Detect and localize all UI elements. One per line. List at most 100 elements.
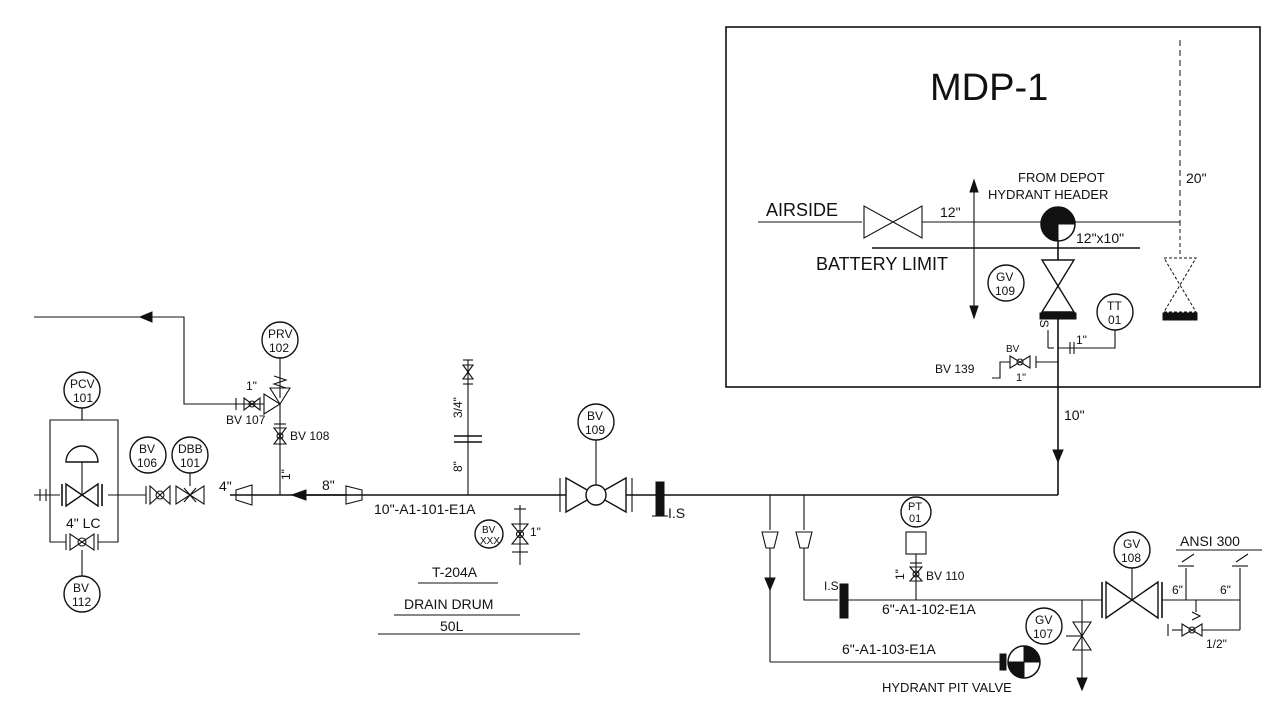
hydrant-pit-valve-label: HYDRANT PIT VALVE	[882, 680, 1012, 695]
size-6-b: 6"	[1220, 583, 1231, 597]
mdp-1-title: MDP-1	[930, 67, 1048, 109]
bv-107-valve	[235, 396, 261, 412]
svg-text:BV: BV	[139, 442, 155, 456]
size-1-prv: 1"	[279, 469, 293, 480]
size-10-label: 10"	[1064, 407, 1085, 423]
svg-text:101: 101	[180, 456, 200, 470]
gv-107-bubble: GV 107	[1025, 607, 1063, 645]
size-3-4-label: 3/4"	[451, 397, 465, 418]
svg-text:109: 109	[585, 423, 605, 437]
bv-112-bubble: BV 112	[63, 575, 101, 613]
gv-108-bubble: GV 108	[1113, 531, 1151, 569]
flow-arrow-107	[1076, 677, 1088, 692]
size-12-label: 12"	[940, 204, 961, 220]
dbb-101-valve	[175, 484, 205, 506]
bv-139-label: BV 139	[935, 362, 975, 376]
reducer-branch-102	[795, 531, 813, 549]
vent-valve	[461, 359, 475, 385]
flow-arrow-return	[138, 311, 153, 323]
svg-text:PRV: PRV	[268, 327, 292, 341]
return-line	[34, 316, 236, 405]
is-label-mdp: I.S	[1037, 313, 1051, 328]
svg-text:TT: TT	[1107, 299, 1122, 313]
svg-text:106: 106	[137, 456, 157, 470]
is-spool-1	[655, 481, 665, 517]
reducer-4in	[235, 484, 253, 506]
svg-text:BV: BV	[73, 581, 89, 595]
size-8-label: 8"	[322, 477, 335, 493]
prv-102-valve	[263, 372, 291, 415]
svg-text:PT: PT	[908, 501, 922, 513]
dbb-101-bubble: DBB 101	[171, 436, 209, 474]
bv-112-valve	[65, 532, 99, 552]
svg-text:102: 102	[269, 341, 289, 355]
tt-01-line	[1058, 330, 1116, 349]
size-1-bvxxx: 1"	[530, 525, 541, 539]
flow-arrow-103	[764, 577, 776, 592]
flow-arrow-west	[290, 489, 307, 501]
svg-text:DBB: DBB	[178, 442, 203, 456]
half-inch-valve	[1167, 600, 1241, 637]
size-20-label: 20"	[1186, 170, 1207, 186]
hydrant-pit-valve	[999, 645, 1041, 679]
airside-valve	[863, 205, 923, 239]
prv-102-bubble: PRV 102	[261, 321, 299, 359]
bv-xxx-valve	[510, 523, 530, 553]
bv-small-label: BV	[1006, 344, 1020, 355]
drum-volume-label: 50L	[440, 618, 464, 634]
svg-text:109: 109	[995, 284, 1015, 298]
drain-drum-label: DRAIN DRUM	[404, 596, 493, 612]
svg-text:GV: GV	[996, 270, 1013, 284]
gv-109-valve	[1039, 259, 1077, 320]
bv-106-valve	[145, 484, 171, 506]
svg-text:112: 112	[72, 595, 91, 609]
svg-text:107: 107	[1033, 627, 1053, 641]
svg-text:BV: BV	[587, 409, 603, 423]
svg-text:BV: BV	[482, 525, 496, 536]
bv-110-label: BV 110	[926, 569, 965, 583]
bv-139-valve	[992, 355, 1058, 379]
bv-108-label: BV 108	[290, 429, 330, 443]
is-spool-2	[839, 583, 849, 619]
gv-107-valve	[1066, 621, 1093, 651]
size-1-pt: 1"	[893, 569, 907, 580]
bv-107-label: BV 107	[226, 413, 266, 427]
mdp-1-boundary	[725, 26, 1261, 388]
battery-limit-arrow	[969, 178, 979, 320]
is-label-2: I.S	[824, 579, 839, 593]
header-20in-valve	[1162, 222, 1198, 321]
size-1-bv107: 1"	[246, 379, 257, 393]
size-1-bv139: 1"	[1016, 372, 1026, 384]
pt-01-transmitter	[905, 531, 927, 555]
ansi-300-label: ANSI 300	[1180, 533, 1240, 549]
bv-xxx-bubble: BV XXX	[474, 519, 504, 549]
svg-text:PCV: PCV	[70, 377, 95, 391]
svg-text:GV: GV	[1035, 613, 1052, 627]
line-101-label: 10"-A1-101-E1A	[374, 501, 476, 517]
battery-limit-label: BATTERY LIMIT	[816, 254, 948, 274]
size-1-2-label: 1/2"	[1206, 637, 1227, 651]
pcv-101-bubble: PCV 101	[63, 371, 101, 409]
pcv-101-valve	[61, 445, 103, 508]
reducer-branch-103	[761, 531, 779, 549]
svg-text:101: 101	[73, 391, 93, 405]
bv-109-valve	[559, 476, 633, 514]
tt-01-bubble: TT 01	[1096, 293, 1134, 331]
svg-text:108: 108	[1121, 551, 1141, 565]
bv-106-bubble: BV 106	[129, 436, 167, 474]
lc-label: 4" LC	[66, 515, 101, 531]
depot-header-tee	[1040, 206, 1076, 242]
size-1-tt: 1"	[1076, 333, 1087, 347]
airside-label: AIRSIDE	[766, 200, 838, 220]
t-204a-label: T-204A	[432, 564, 478, 580]
is-label-1: I.S	[668, 505, 685, 521]
flow-arrow-down	[1052, 449, 1064, 464]
line-103-label: 6"-A1-103-E1A	[842, 641, 936, 657]
from-depot-label: FROM DEPOT	[1018, 170, 1105, 185]
line-102-label: 6"-A1-102-E1A	[882, 601, 976, 617]
svg-text:GV: GV	[1123, 537, 1140, 551]
gv-108-valve	[1101, 568, 1163, 620]
svg-text:XXX: XXX	[480, 536, 500, 547]
size-8-v-label: 8"	[451, 461, 465, 472]
